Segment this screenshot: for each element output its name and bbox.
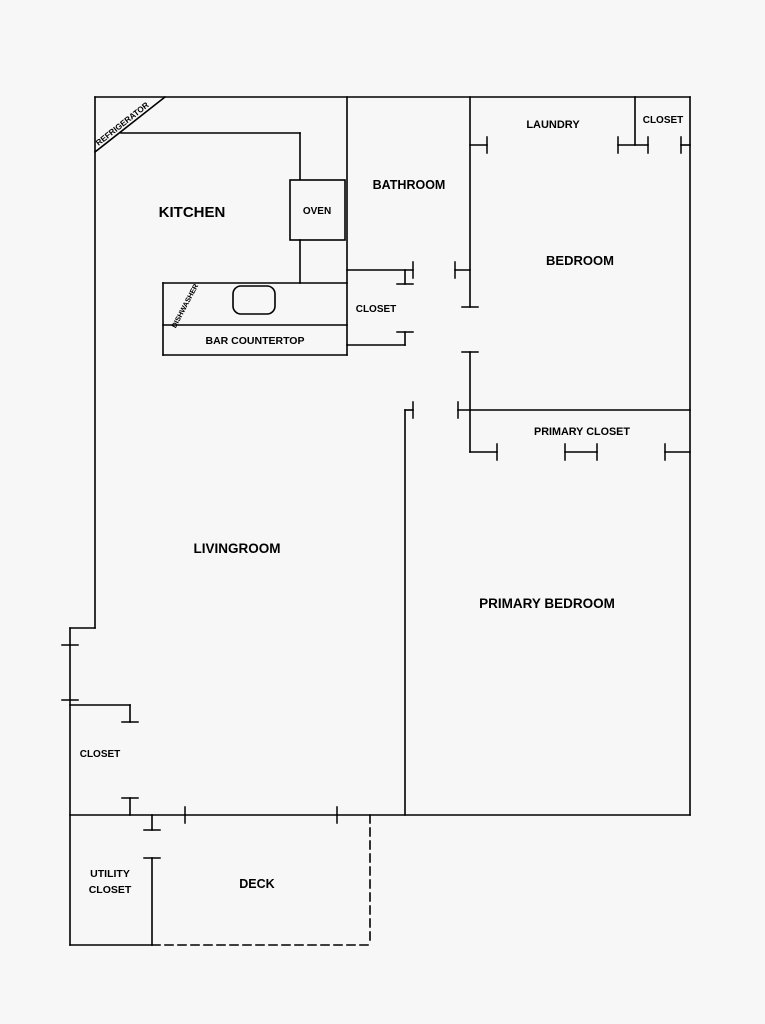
- room-labels: KITCHEN OVEN REFRIGERATOR DISHWASHER BAR…: [80, 100, 684, 896]
- livingroom-label: LIVINGROOM: [194, 541, 281, 556]
- laundry-closet-label: CLOSET: [643, 115, 684, 126]
- dishwasher-label: DISHWASHER: [169, 281, 200, 329]
- utility-closet-label-line2: CLOSET: [89, 884, 132, 896]
- kitchen-label: KITCHEN: [159, 204, 226, 221]
- sink: [232, 285, 276, 315]
- oven-box: [289, 179, 346, 241]
- oven-label: OVEN: [303, 206, 331, 217]
- exterior-walls: [69, 96, 691, 946]
- refrigerator-diagonal: [93, 95, 167, 154]
- primary-closet-label: PRIMARY CLOSET: [534, 426, 630, 438]
- bedroom-label: BEDROOM: [546, 253, 614, 268]
- bar-countertop-label: BAR COUNTERTOP: [206, 335, 305, 347]
- primary-bedroom-label: PRIMARY BEDROOM: [479, 596, 615, 611]
- laundry-label: LAUNDRY: [526, 119, 580, 131]
- deck-dashed-boundary: [151, 814, 371, 946]
- utility-closet-label-line1: UTILITY: [90, 868, 130, 880]
- entry-closet-label: CLOSET: [80, 749, 121, 760]
- deck-label: DECK: [239, 877, 274, 891]
- refrigerator-label: REFRIGERATOR: [94, 100, 151, 147]
- door-ticks: [61, 136, 682, 859]
- interior-walls: [69, 96, 691, 816]
- kitchen-counters: [93, 95, 348, 356]
- hall-closet-label: CLOSET: [356, 304, 397, 315]
- bathroom-label: BATHROOM: [373, 178, 446, 192]
